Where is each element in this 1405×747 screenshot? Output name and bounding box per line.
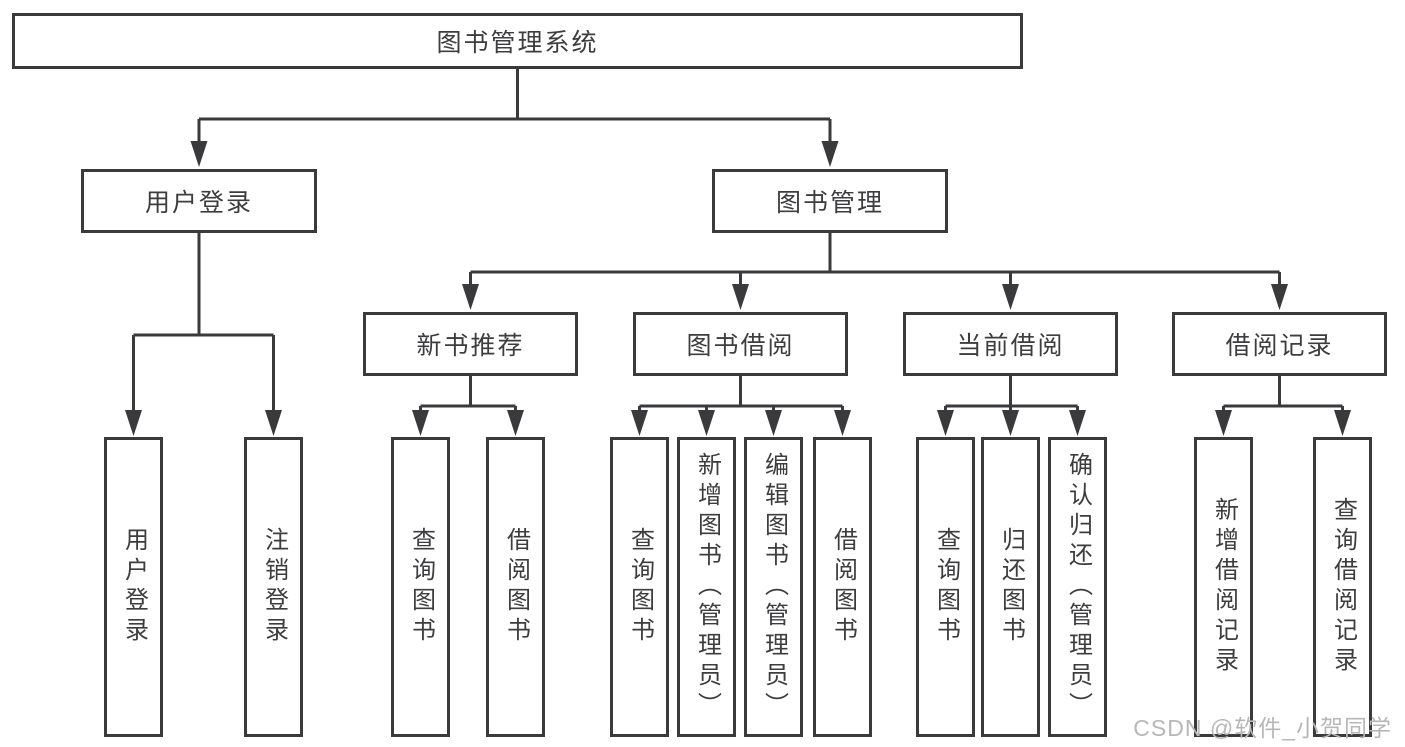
leaf-label: 归还图书 [997, 527, 1025, 647]
leaf-query-books: 查询图书 [391, 437, 450, 737]
node-borrowing-records: 借阅记录 [1172, 312, 1387, 376]
leaf-user-login: 用户登录 [104, 437, 163, 737]
leaf-return-books: 归还图书 [981, 437, 1040, 737]
leaf-label: 查询图书 [932, 527, 960, 647]
leaf-query-books: 查询图书 [916, 437, 975, 737]
leaf-add-books-admin: 新增图书（管理员） [677, 437, 736, 737]
leaf-label: 编辑图书（管理员） [760, 452, 788, 722]
node-new-book-recommend: 新书推荐 [363, 312, 578, 376]
leaf-label: 查询借阅记录 [1329, 497, 1357, 677]
leaf-edit-books-admin: 编辑图书（管理员） [744, 437, 803, 737]
leaf-label: 新增借阅记录 [1210, 497, 1238, 677]
leaf-confirm-return-admin: 确认归还（管理员） [1048, 437, 1107, 737]
leaf-borrow-books: 借阅图书 [486, 437, 545, 737]
leaf-label: 借阅图书 [502, 527, 530, 647]
node-user-login: 用户登录 [81, 169, 317, 233]
leaf-label: 新增图书（管理员） [693, 452, 721, 722]
leaf-label: 借阅图书 [829, 527, 857, 647]
node-book-borrowing: 图书借阅 [633, 312, 848, 376]
leaf-label: 注销登录 [260, 527, 288, 647]
leaf-label: 确认归还（管理员） [1064, 452, 1092, 722]
leaf-query-borrow-record: 查询借阅记录 [1313, 437, 1372, 737]
leaf-query-books: 查询图书 [610, 437, 669, 737]
node-current-borrowing: 当前借阅 [903, 312, 1118, 376]
leaf-borrow-books: 借阅图书 [813, 437, 872, 737]
leaf-label: 查询图书 [407, 527, 435, 647]
leaf-logout: 注销登录 [244, 437, 303, 737]
node-library-management-system: 图书管理系统 [12, 13, 1023, 69]
leaf-label: 用户登录 [120, 527, 148, 647]
leaf-add-borrow-record: 新增借阅记录 [1194, 437, 1253, 737]
leaf-label: 查询图书 [626, 527, 654, 647]
node-book-management: 图书管理 [712, 169, 948, 233]
